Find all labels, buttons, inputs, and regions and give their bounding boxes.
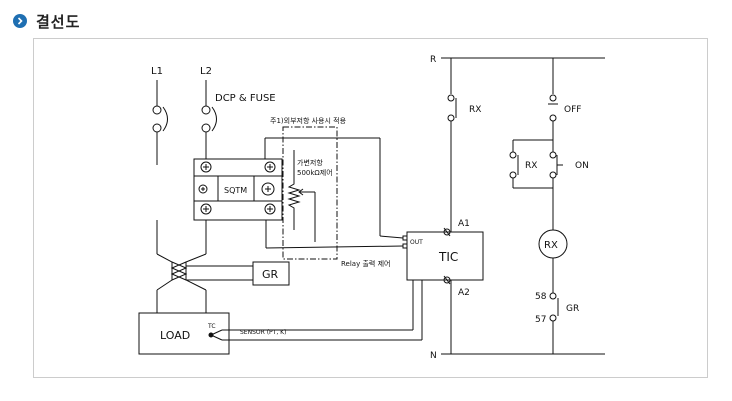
label-var-res-2: 500kΩ제어 <box>297 168 333 177</box>
label-rx-self: RX <box>525 161 537 171</box>
label-gr-contact: GR <box>566 304 579 314</box>
label-58: 58 <box>535 292 547 302</box>
label-sqtm: SQTM <box>224 186 247 195</box>
label-note: 주1)외부저항 사용시 적용 <box>270 116 347 125</box>
label-sensor: SENSOR (PT, K) <box>240 329 286 336</box>
label-tc: TC <box>207 323 216 330</box>
label-a2: A2 <box>458 288 470 298</box>
label-relay-ctrl: Relay 출력 제어 <box>341 259 390 268</box>
chevron-right-icon <box>13 14 27 28</box>
label-l1: L1 <box>151 66 163 77</box>
label-out: OUT <box>410 239 423 246</box>
label-rx-coil: RX <box>544 240 558 251</box>
label-on: ON <box>575 161 589 171</box>
label-dcp-fuse: DCP & FUSE <box>215 93 276 104</box>
section-title: 결선도 <box>36 12 81 31</box>
label-var-res-1: 가변저항 <box>297 158 323 167</box>
label-off: OFF <box>564 105 581 115</box>
label-rx-contact: RX <box>469 105 481 115</box>
label-a1: A1 <box>458 219 470 229</box>
label-tic: TIC <box>438 250 458 264</box>
label-l2: L2 <box>200 66 212 77</box>
label-57: 57 <box>535 315 546 325</box>
label-n: N <box>430 351 437 361</box>
label-r: R <box>430 55 436 65</box>
section-header: 결선도 <box>13 10 80 32</box>
label-gr-box: GR <box>262 268 279 281</box>
label-load: LOAD <box>160 329 190 342</box>
